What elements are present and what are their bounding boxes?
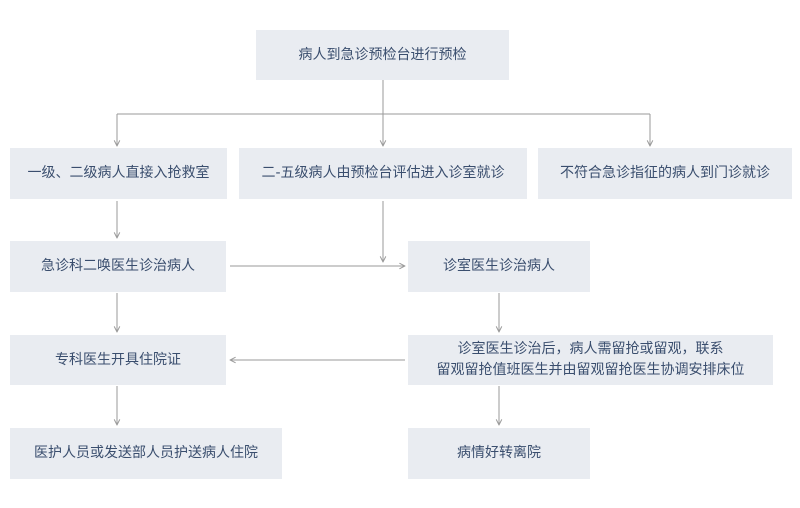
- node-start-triage: 病人到急诊预检台进行预检: [256, 30, 509, 80]
- node-start-triage-label: 病人到急诊预检台进行预检: [298, 46, 467, 63]
- node-second-line-doctor: 急诊科二唤医生诊治病人: [10, 241, 226, 292]
- node-specialist-admission-label: 专科医生开具住院证: [55, 351, 181, 368]
- node-observation-line2: 留观留抢值班医生并由留观留抢医生协调安排床位: [436, 362, 745, 378]
- node-level-two-five: 二-五级病人由预检台评估进入诊室就诊: [239, 148, 527, 199]
- node-second-line-doctor-label: 急诊科二唤医生诊治病人: [41, 258, 195, 274]
- node-escort-admission: 医护人员或发送部人员护送病人住院: [10, 428, 282, 479]
- node-specialist-admission: 专科医生开具住院证: [10, 335, 226, 385]
- node-level-two-five-label: 二-五级病人由预检台评估进入诊室就诊: [261, 165, 505, 181]
- node-observation-coordination: 诊室医生诊治后，病人需留抢或留观，联系 留观留抢值班医生并由留观留抢医生协调安排…: [408, 335, 773, 385]
- node-escort-admission-label: 医护人员或发送部人员护送病人住院: [34, 445, 258, 461]
- node-level-one-two-label: 一级、二级病人直接入抢救室: [27, 165, 210, 181]
- node-observation-line1: 诊室医生诊治后，病人需留抢或留观，联系: [457, 341, 724, 357]
- node-discharge-label: 病情好转离院: [457, 445, 541, 461]
- node-discharge: 病情好转离院: [408, 428, 590, 479]
- node-not-emergency-label: 不符合急诊指征的病人到门诊就诊: [560, 165, 770, 181]
- node-clinic-doctor-label: 诊室医生诊治病人: [443, 258, 555, 274]
- node-level-one-two: 一级、二级病人直接入抢救室: [10, 148, 227, 199]
- node-clinic-doctor: 诊室医生诊治病人: [408, 241, 590, 292]
- node-not-emergency: 不符合急诊指征的病人到门诊就诊: [538, 148, 792, 199]
